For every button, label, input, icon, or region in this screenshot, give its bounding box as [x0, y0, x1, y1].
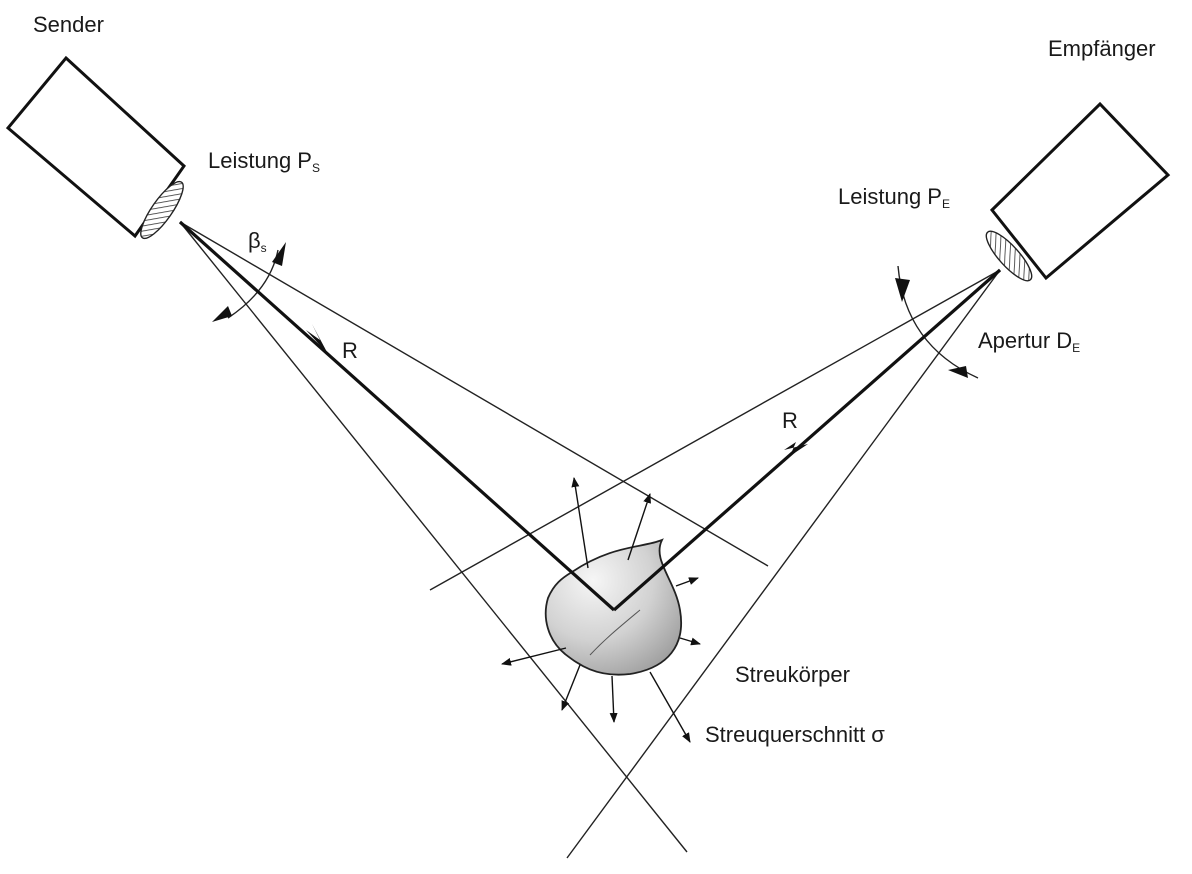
scatter-arrow-down [609, 675, 618, 723]
scatterer-crease [589, 609, 641, 656]
sender-beam-upper [179, 221, 769, 567]
r-right-arrowhead [784, 442, 808, 456]
sender-beam-lower [179, 221, 688, 853]
label-leistung-e-main: Leistung P [838, 184, 942, 209]
scatter-arrow-right [675, 577, 699, 587]
scatter-arrow-down-left [561, 664, 581, 711]
label-sender: Sender [33, 12, 104, 37]
label-streukoerper: Streukörper [735, 662, 850, 687]
label-apertur: Apertur DE [978, 328, 1080, 355]
scatter-arrows [501, 477, 701, 743]
beta-arrow-head-bottom [212, 306, 232, 322]
scatter-arrow-down-right [649, 671, 691, 743]
label-leistung-e: Leistung PE [838, 184, 950, 211]
receiver-group [985, 101, 1171, 282]
apertur-arrow-head-top [895, 278, 910, 302]
apertur-arrow-head-bottom [948, 366, 968, 378]
sender-group [5, 55, 186, 240]
path-r-right [612, 268, 1002, 612]
sender-lens [140, 180, 184, 240]
r-left-arrowhead [306, 324, 328, 354]
label-leistung-s-sub: S [312, 161, 320, 175]
label-leistung-s-main: Leistung P [208, 148, 312, 173]
label-r-left: R [342, 338, 358, 363]
label-beta-sub: s [261, 241, 267, 255]
label-streuquerschnitt: Streuquerschnitt σ [705, 722, 885, 747]
label-beta-main: β [248, 228, 261, 253]
scatter-arrow-right-low [679, 637, 701, 646]
beta-arrow-head-top [272, 242, 286, 266]
label-empfaenger: Empfänger [1048, 36, 1156, 61]
label-leistung-s: Leistung PS [208, 148, 320, 175]
label-apertur-sub: E [1072, 341, 1080, 355]
sender-box [5, 55, 186, 239]
scatter-arrow-up [627, 493, 651, 561]
receiver-box [989, 101, 1171, 281]
receiver-beam-lower [566, 269, 1001, 859]
receiver-lens [985, 230, 1033, 282]
scatter-arrow-left [501, 647, 567, 666]
label-leistung-e-sub: E [942, 197, 950, 211]
label-apertur-main: Apertur D [978, 328, 1072, 353]
scatter-arrow-up-left [571, 477, 589, 569]
beta-angle-arc [227, 249, 279, 319]
path-r-left [178, 220, 616, 612]
receiver-beam-upper [429, 269, 1001, 591]
label-r-right: R [782, 408, 798, 433]
label-beta: βs [248, 228, 267, 255]
apertur-angle-arc [897, 265, 979, 379]
